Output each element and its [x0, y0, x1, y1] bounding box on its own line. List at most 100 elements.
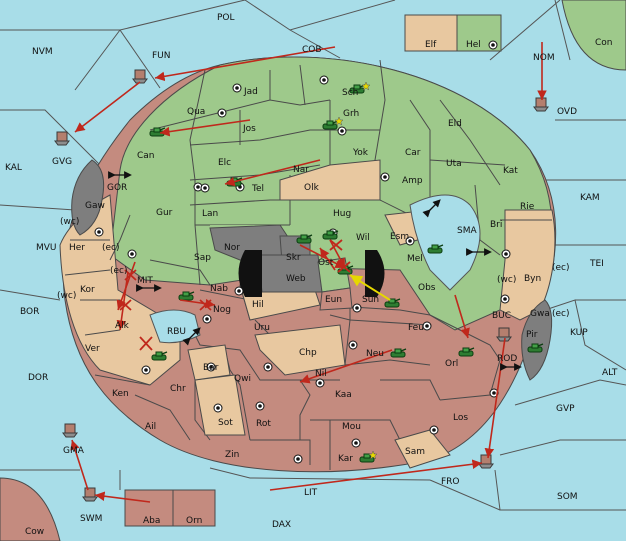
supply-center-dot: [130, 252, 134, 256]
label-som: SOM: [557, 492, 578, 502]
label-nil: Nil: [315, 369, 327, 379]
army-unit[interactable]: [151, 351, 168, 361]
army-unit[interactable]: [390, 348, 407, 358]
supply-center-dot: [432, 428, 436, 432]
army-unit[interactable]: [427, 244, 444, 254]
region-olk[interactable]: [279, 159, 381, 201]
supply-center-dot: [503, 297, 507, 301]
region-eun[interactable]: [319, 287, 353, 311]
region-sam[interactable]: [394, 429, 451, 469]
supply-center-dot: [351, 343, 355, 347]
label-sma: SMA: [457, 226, 477, 236]
label-sam: Sam: [405, 447, 425, 457]
label-esm: Esm: [390, 232, 409, 242]
label-gur: Gur: [156, 208, 173, 218]
label-skr: Skr: [286, 253, 301, 263]
label-mel: Mel: [407, 254, 423, 264]
move-arrow-obs-orl: [454, 294, 470, 339]
label-rie: Rie: [520, 202, 535, 212]
move-arrow-ost-skr: [319, 247, 336, 271]
move-arrow-nar-tel: [224, 159, 321, 187]
label-nog: Nog: [213, 305, 231, 315]
label-kar: Kar: [338, 454, 353, 464]
label-uru: Uru: [254, 323, 270, 333]
supply-center-dot: [318, 381, 322, 385]
region-gaw[interactable]: [71, 159, 105, 236]
supply-center-dot: [235, 86, 239, 90]
label-rod: ROD: [497, 354, 517, 364]
label-neu: Neu: [366, 349, 384, 359]
army-unit[interactable]: [296, 234, 313, 244]
label-ost: Ost: [318, 258, 334, 268]
label-gvp: GVP: [556, 404, 575, 414]
label-rot: Rot: [256, 419, 271, 429]
fleet-unit[interactable]: [496, 327, 512, 342]
fleet-unit[interactable]: [62, 423, 78, 438]
label-fun: FUN: [152, 51, 171, 61]
fleet-unit[interactable]: [478, 454, 494, 469]
army-unit[interactable]: [384, 298, 401, 308]
label-bor: BOR: [20, 307, 39, 317]
supply-center-dot: [383, 175, 387, 179]
army-unit[interactable]: [178, 291, 195, 301]
label-qwi: Qwi: [234, 374, 251, 384]
label-sch: Sch: [342, 88, 358, 98]
black-hole-west: [238, 250, 262, 297]
label-hil: Hil: [252, 300, 264, 310]
region-chp[interactable]: [254, 324, 346, 376]
fleet-unit[interactable]: [533, 97, 549, 112]
label-gma: GMA: [63, 446, 85, 456]
region-aba[interactable]: [124, 489, 174, 527]
fleet-unit[interactable]: [82, 487, 98, 502]
army-unit[interactable]: [527, 343, 544, 353]
supply-center-dot: [266, 365, 270, 369]
label-jos: Jos: [242, 124, 256, 134]
label-fro: FRO: [441, 477, 460, 487]
region-elf[interactable]: [404, 14, 458, 52]
label-grh: Grh: [343, 109, 359, 119]
region-bar[interactable]: [187, 344, 231, 381]
label-kam: KAM: [580, 193, 600, 203]
label-wc-byn: (wc): [497, 275, 516, 285]
label-eld: Eld: [448, 119, 462, 129]
label-con: Con: [595, 38, 613, 48]
region-pir[interactable]: [521, 299, 553, 381]
label-tel: Tel: [251, 184, 264, 194]
move-arrow-jos-can: [159, 119, 251, 137]
fleet-unit[interactable]: [132, 69, 148, 84]
label-elf: Elf: [425, 40, 437, 50]
label-pir: Pir: [526, 330, 538, 340]
supply-centers: [94, 40, 511, 464]
star-icon: [334, 116, 344, 126]
army-unit[interactable]: [322, 120, 339, 130]
supply-center-dot: [237, 289, 241, 293]
supply-center-dot: [354, 441, 358, 445]
label-ec-gwa: (ec): [552, 309, 570, 319]
label-olk: Olk: [304, 183, 320, 193]
move-arrow-nab-nog: [179, 298, 216, 309]
label-yok: Yok: [352, 148, 369, 158]
army-unit[interactable]: [322, 230, 339, 240]
supply-center-dot: [340, 129, 344, 133]
label-bar: Bar: [203, 363, 219, 373]
label-her: Her: [69, 243, 85, 253]
label-ail: Ail: [145, 422, 156, 432]
supply-center-dot: [504, 252, 508, 256]
adjacency-arrows: [108, 171, 522, 371]
label-can: Can: [137, 151, 155, 161]
label-sun: Sun: [362, 295, 379, 305]
label-wc-kor: (wc): [57, 291, 76, 301]
label-orn: Orn: [186, 516, 202, 526]
region-orn[interactable]: [172, 489, 216, 527]
army-unit[interactable]: [458, 347, 475, 357]
label-buc: BUC: [492, 311, 511, 321]
supply-center-dot: [425, 324, 429, 328]
fleet-unit[interactable]: [54, 131, 70, 146]
label-kal: KAL: [5, 163, 22, 173]
label-kaa: Kaa: [335, 390, 352, 400]
region-labels: POL NVM FUN COB Elf Hel Con NOM OVD Jad …: [5, 13, 618, 537]
supply-center-dot: [408, 239, 412, 243]
label-ec-her: (ec): [102, 243, 120, 253]
sea-sma[interactable]: [409, 194, 481, 291]
